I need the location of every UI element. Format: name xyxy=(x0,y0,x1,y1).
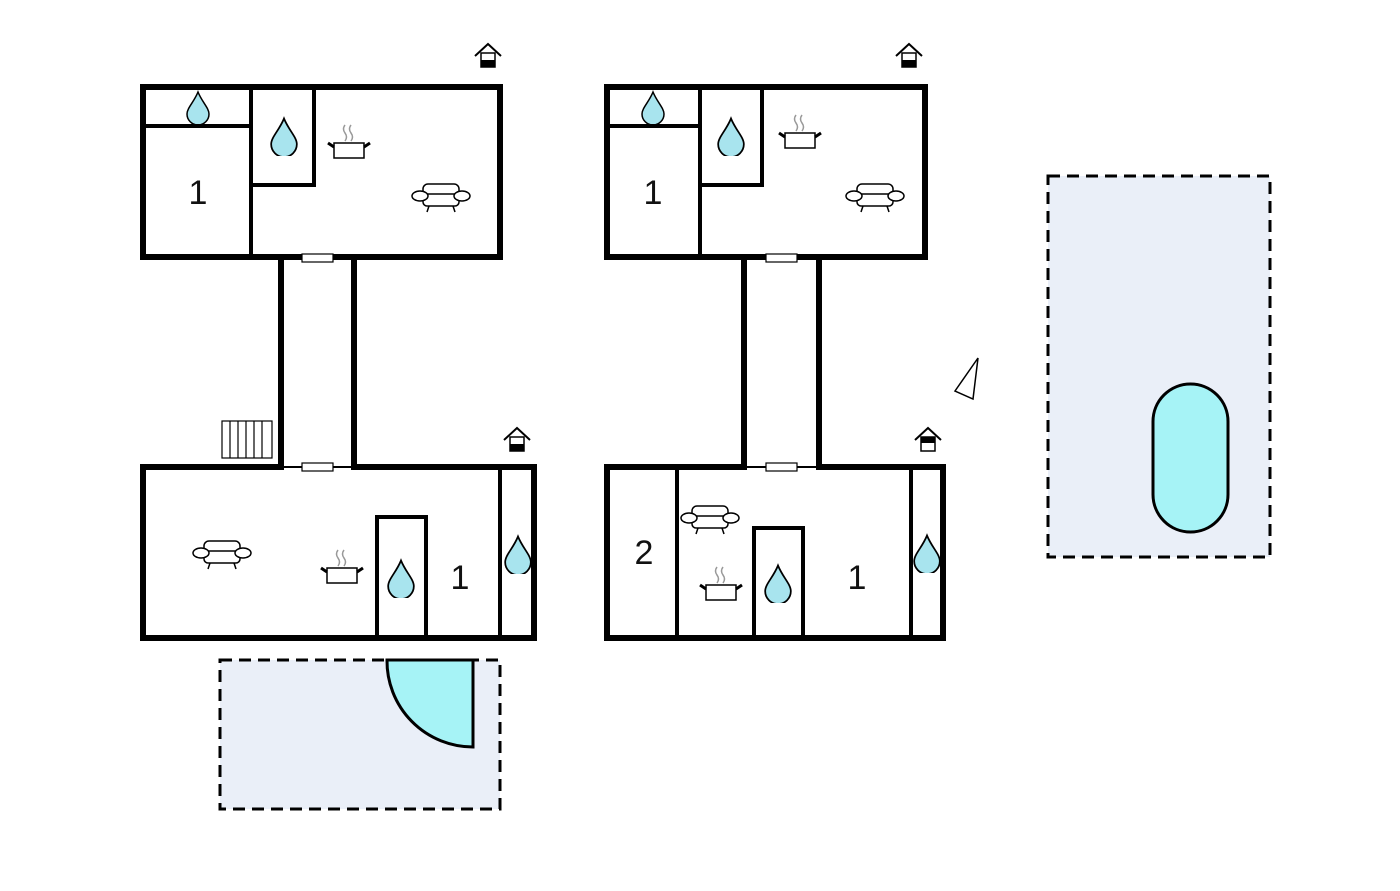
sofa-icon xyxy=(192,540,252,570)
stairs-icon xyxy=(221,420,273,459)
compass-north-icon xyxy=(953,357,979,401)
window-icon xyxy=(765,253,798,263)
cooking-pot-icon xyxy=(778,113,822,149)
pool-quarter-circle xyxy=(385,658,475,749)
room-label: 1 xyxy=(644,174,663,212)
water-drop-icon xyxy=(186,91,210,124)
room-label: 1 xyxy=(451,559,470,597)
cooking-pot-icon xyxy=(320,548,364,584)
interior-walls xyxy=(375,467,502,638)
interior-walls xyxy=(607,87,764,257)
water-drop-icon xyxy=(641,91,665,124)
sofa-icon xyxy=(411,183,471,213)
room-label: 1 xyxy=(848,559,867,597)
building-a: 1 1 xyxy=(140,43,537,811)
cooking-pot-icon xyxy=(699,565,743,601)
water-drop-icon xyxy=(764,564,792,603)
sofa-icon xyxy=(680,505,740,535)
pool-area xyxy=(1046,174,1272,559)
house-entrance-icon xyxy=(503,427,531,452)
room-label: 2 xyxy=(635,534,654,572)
room-label: 1 xyxy=(189,174,208,212)
window-icon xyxy=(301,253,334,263)
cooking-pot-icon xyxy=(327,123,371,159)
house-entrance-icon xyxy=(895,43,923,68)
swimming-pool xyxy=(1151,382,1230,534)
water-drop-icon xyxy=(504,535,532,574)
water-drop-icon xyxy=(387,559,415,598)
window-icon xyxy=(765,462,798,472)
water-drop-icon xyxy=(717,117,745,156)
house-entrance-icon xyxy=(474,43,502,68)
corridor-walls xyxy=(278,257,357,467)
corridor-walls xyxy=(741,257,822,467)
window-icon xyxy=(301,462,334,472)
house-entrance-icon xyxy=(914,427,942,452)
building-b: 1 2 1 xyxy=(604,43,946,641)
building-b-lower-walls xyxy=(604,464,946,641)
interior-walls xyxy=(675,467,913,638)
interior-walls xyxy=(143,87,316,257)
water-drop-icon xyxy=(913,534,941,573)
water-drop-icon xyxy=(270,117,298,156)
sofa-icon xyxy=(845,183,905,213)
